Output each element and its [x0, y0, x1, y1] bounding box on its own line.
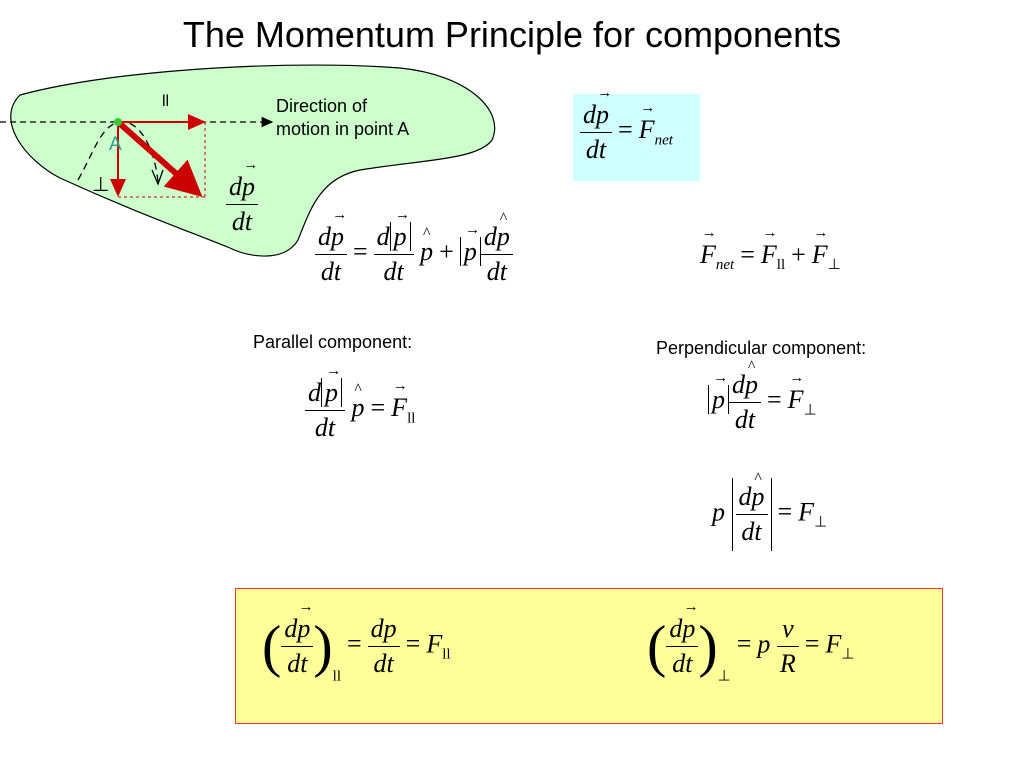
- direction-caption-line1: Direction of: [276, 96, 368, 116]
- summary-box: [235, 588, 943, 724]
- dpdt-arrow: [116, 119, 203, 197]
- trajectory-arrowhead: [151, 169, 164, 186]
- direction-caption-line2: motion in point A: [276, 119, 410, 139]
- slide-title: The Momentum Principle for components: [182, 14, 842, 55]
- perpendicular-component-equation: pdpdt=F⊥: [708, 358, 817, 435]
- point-a-label: A: [109, 134, 122, 155]
- perpendicular-symbol: ⊥: [92, 174, 110, 196]
- parallel-component-label: Parallel component:: [253, 332, 413, 352]
- perpendicular-component-label: Perpendicular component:: [656, 338, 867, 358]
- point-a-dot: [114, 118, 122, 126]
- parallel-symbol: ll: [162, 93, 170, 110]
- net-force-sum-equation: Fnet=Fll+F⊥: [700, 225, 841, 274]
- momentum-principle-box: [573, 94, 700, 181]
